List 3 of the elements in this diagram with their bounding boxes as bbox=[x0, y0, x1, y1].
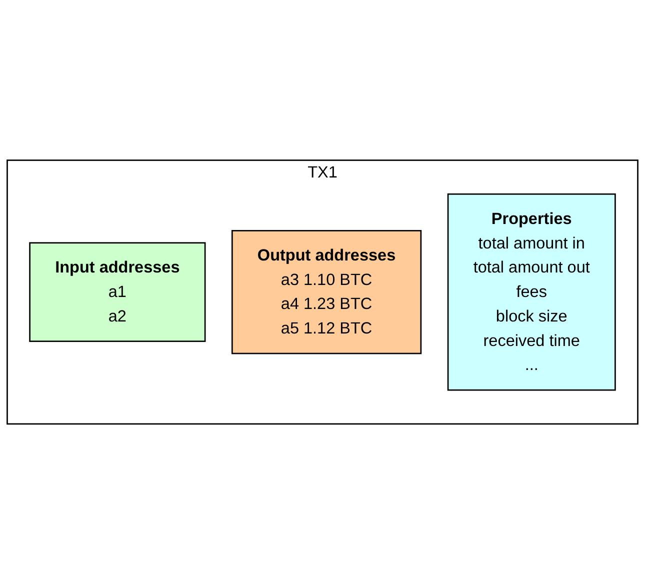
node-box: Output addresses a3 1.10 BTC a4 1.23 BTC a5 1.12 BTC bbox=[231, 230, 422, 355]
node-box: Input addresses a1 a2 bbox=[29, 242, 206, 342]
node-box: Properties total amount in total amount out fees block size received time ... bbox=[447, 194, 616, 392]
